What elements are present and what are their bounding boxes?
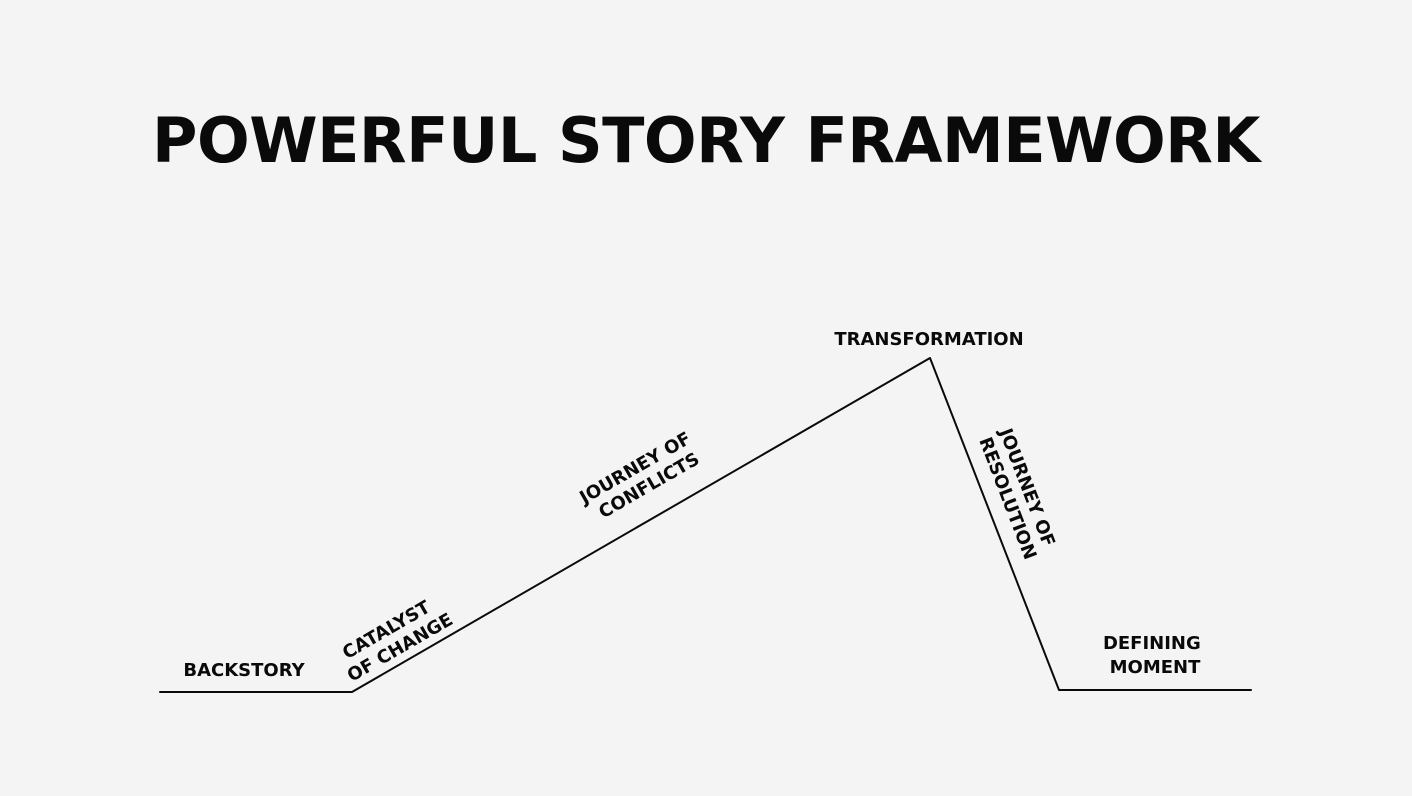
- svg-text:CATALYST OF CHANGE: CATALYST OF CHANGE: [333, 590, 457, 686]
- label-journey-of-resolution: JOURNEY OF RESOLUTION: [973, 424, 1061, 564]
- label-journey-of-conflicts: JOURNEY OF CONFLICTS: [575, 425, 712, 529]
- label-catalyst-of-change: CATALYST OF CHANGE: [333, 590, 457, 687]
- label-transformation: TRANSFORMATION: [834, 329, 1023, 350]
- label-backstory: BACKSTORY: [183, 660, 305, 681]
- story-arc-line: [159, 357, 1252, 693]
- svg-text:JOURNEY OF CONFLICTS: JOURNEY OF CONFLICTS: [575, 425, 712, 529]
- label-defining-moment: DEFINING MOMENT: [1103, 633, 1207, 678]
- page-title: POWERFUL STORY FRAMEWORK: [152, 104, 1260, 177]
- svg-text:JOURNEY OF RESOLUTION: JOURNEY OF RESOLUTION: [973, 424, 1061, 564]
